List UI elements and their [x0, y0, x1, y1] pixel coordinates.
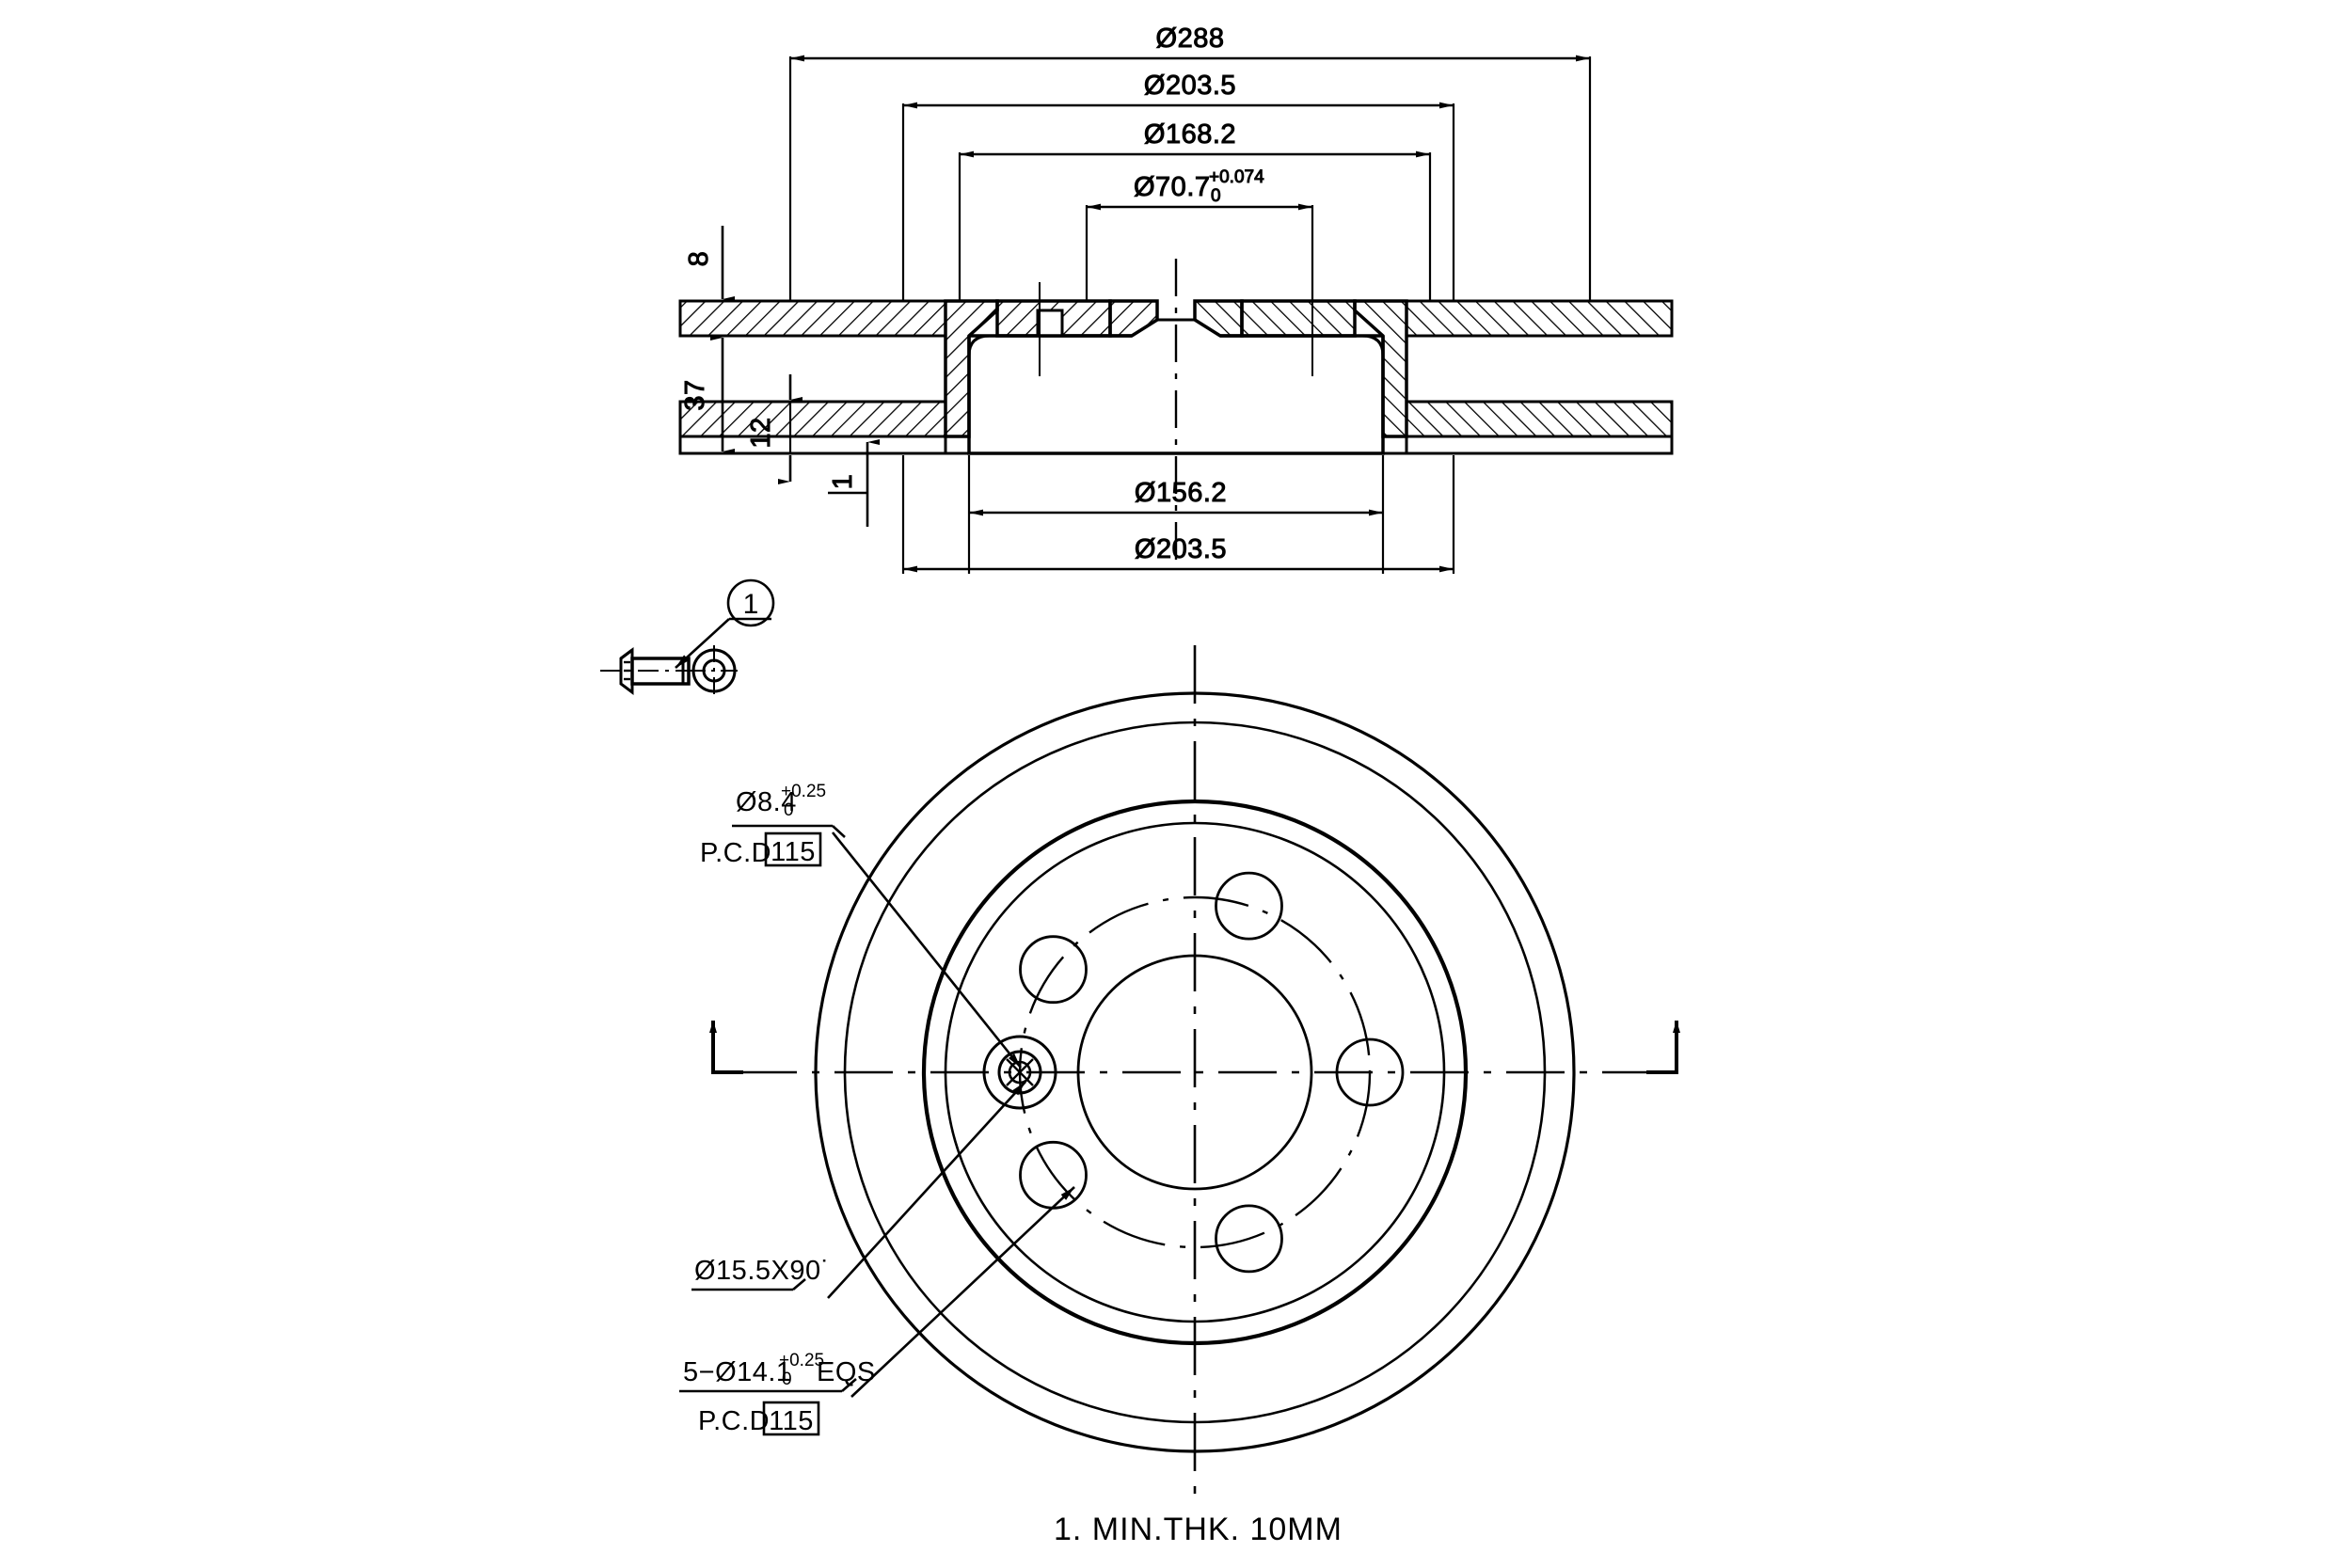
bolt-hole: [1019, 935, 1088, 1005]
callout-bolt-holes-pcd-value: 115: [769, 1406, 814, 1436]
callout-bolt-holes-elbow: [841, 1378, 857, 1392]
bottom-dimension-group: Ø156.2 Ø203.5: [901, 455, 1455, 574]
rotor-left-wing: [678, 299, 947, 438]
callout-leaders: [827, 832, 1075, 1398]
dim-tol-lower-center-bore: 0: [1211, 186, 1221, 206]
left-dimension-group: 8 37 12 1: [680, 226, 969, 527]
callout-locating-hole: Ø8.4 +0.25 0 P.C.D 115: [700, 782, 846, 868]
leader-locating-hole: [831, 832, 1023, 1069]
cut-mark-right: [1646, 1021, 1678, 1074]
general-note: 1. MIN.THK. 10MM: [1054, 1512, 1343, 1547]
dim-label-chamfer: 1: [828, 474, 858, 490]
callout-bolt-holes: 5−Ø14.1 +0.25 0 EQS P.C.D 115: [679, 1351, 876, 1436]
dim-label-hat-h: 12: [746, 417, 776, 448]
dim-label-od: Ø288: [1156, 24, 1225, 54]
balloon-circle-1: [726, 578, 775, 627]
callout-bolt-holes-tol-lower: 0: [782, 1370, 792, 1389]
cut-mark-left: [711, 1021, 743, 1074]
callout-bolt-holes-label: 5−Ø14.1: [683, 1357, 792, 1387]
dim-label-overall-h: 37: [680, 379, 710, 410]
dim-label-bolt-face: Ø168.2: [1144, 119, 1236, 150]
dim-label-center-bore: Ø70.7: [1134, 172, 1211, 202]
callout-countersink-label: Ø15.5X90˙: [694, 1256, 831, 1286]
bolt-hole: [1215, 871, 1283, 941]
rotor-right-wing: [1405, 299, 1674, 438]
balloon-label-1: 1: [743, 589, 759, 620]
dim-tol-upper-center-bore: +0.074: [1209, 167, 1264, 187]
callout-countersink: Ø15.5X90˙: [691, 1256, 831, 1291]
dim-label-disc-thk: 8: [684, 251, 714, 267]
callout-countersink-elbow: [792, 1278, 806, 1291]
dim-label-hat-od: Ø203.5: [1144, 71, 1236, 101]
callout-bolt-holes-pcd-box: [762, 1401, 820, 1436]
callout-bolt-holes-tol-upper: +0.25: [779, 1351, 824, 1370]
plan-view-group: [709, 645, 1680, 1499]
rotor-hat-bell: [967, 318, 1385, 455]
bolt-hole: [1215, 1204, 1283, 1274]
leader-countersink: [827, 1081, 1026, 1299]
section-view-group: [678, 259, 1674, 564]
top-dimension-group: Ø288 Ø203.5 Ø168.2 Ø70.7 +0.074 0: [788, 24, 1592, 301]
countersunk-screw-end-view: [689, 645, 739, 696]
screw-detail-group: 1: [600, 578, 775, 696]
cut-mark-left-arrow: [709, 1021, 717, 1033]
callout-locating-hole-tol-lower: 0: [784, 800, 794, 820]
callout-locating-pcd-label: P.C.D: [700, 838, 771, 868]
wheel-bolt-holes-group: [1019, 871, 1405, 1274]
callout-locating-pcd-value: 115: [771, 837, 816, 867]
callout-bolt-holes-pcd-label: P.C.D: [698, 1406, 770, 1436]
dim-label-hat-od2: Ø203.5: [1135, 534, 1227, 564]
countersunk-screw-side-view: [600, 647, 704, 695]
leader-bolt-holes: [850, 1186, 1075, 1398]
section-cut-marks: [709, 1021, 1680, 1074]
cut-mark-right-arrow: [1673, 1021, 1680, 1033]
callout-locating-pcd-box: [764, 832, 822, 867]
callout-bolt-holes-suffix: EQS: [817, 1357, 876, 1387]
callout-locating-hole-tol-upper: +0.25: [781, 782, 826, 801]
dim-label-hat-id: Ø156.2: [1135, 478, 1227, 508]
callout-locating-hole-label: Ø8.4: [736, 787, 797, 817]
callout-locating-elbow: [832, 825, 846, 838]
